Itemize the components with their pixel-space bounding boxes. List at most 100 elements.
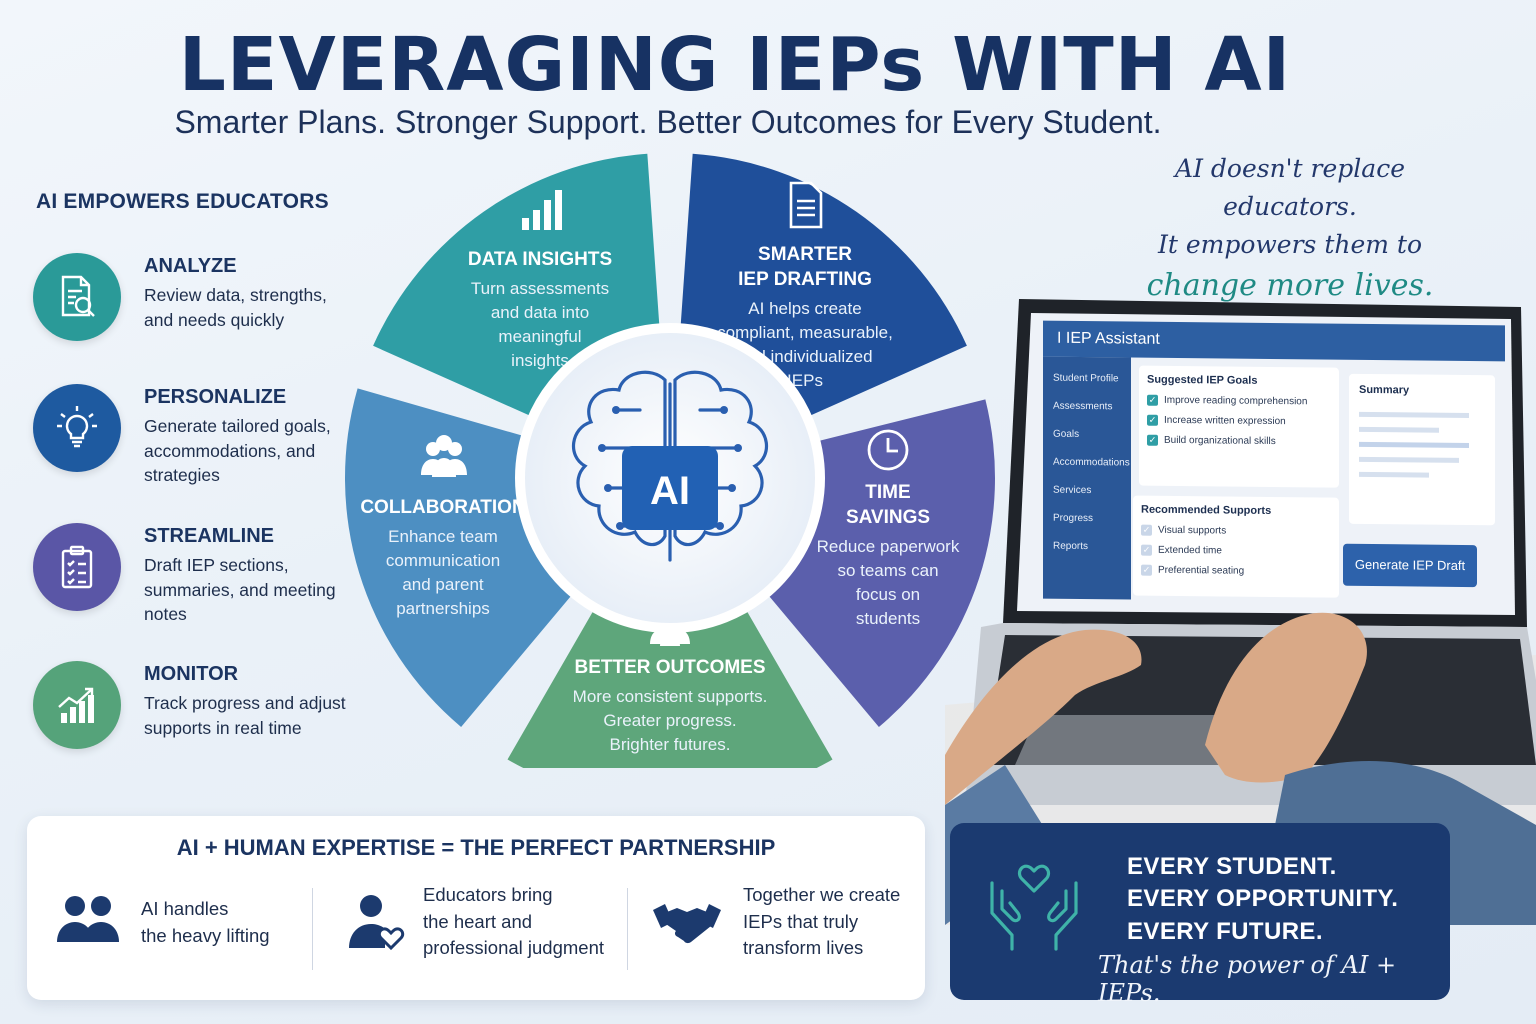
- cta-panel: EVERY STUDENT. EVERY OPPORTUNITY. EVERY …: [950, 823, 1450, 1007]
- wheel-segment-title: IEP DRAFTING: [738, 269, 872, 290]
- list-item-label: Preferential seating: [1158, 564, 1245, 577]
- goals-card: Suggested IEP Goals ✓ Improve reading com…: [1139, 365, 1339, 488]
- list-item[interactable]: ✓Increase written expression: [1147, 414, 1331, 428]
- clock-icon: [867, 429, 909, 471]
- team-icon: [421, 435, 467, 477]
- left-heading: AI EMPOWERS EDUCATORS: [36, 190, 329, 213]
- checkbox[interactable]: ✓: [1147, 394, 1158, 406]
- wheel-segment-text: and parent: [402, 575, 484, 594]
- checkbox[interactable]: ✓: [1141, 524, 1152, 536]
- ai-center-badge: [622, 446, 718, 530]
- summary-heading: Summary: [1359, 383, 1410, 397]
- lightbulb-icon: [33, 384, 121, 472]
- list-item-label: Build organizational skills: [1164, 434, 1276, 448]
- divider: [312, 888, 313, 970]
- wheel-segment-text: IEPs: [787, 371, 823, 390]
- list-item-label: Visual supports: [1158, 524, 1227, 537]
- feature-streamline: STREAMLINE Draft IEP sections, summaries…: [33, 523, 353, 643]
- ai-wheel: DATA INSIGHTS Turn assessments and data in…: [345, 153, 995, 768]
- list-item[interactable]: ✓ Preferential seating: [1141, 564, 1331, 578]
- quote-line-2: It empowers them to: [1157, 230, 1423, 259]
- wheel-segment-text: insights: [511, 351, 569, 370]
- list-item[interactable]: ✓ Visual supports: [1141, 524, 1331, 538]
- wheel-segment-text: AI helps create: [748, 299, 861, 318]
- summary-card: Summary: [1349, 373, 1495, 526]
- bar-chart-icon: [522, 190, 562, 230]
- cta-line-2: EVERY OPPORTUNITY.: [1127, 885, 1399, 912]
- feature-title: ANALYZE: [144, 255, 237, 277]
- wheel-segment-text: More consistent supports.: [573, 687, 768, 706]
- checkbox[interactable]: ✓: [1147, 434, 1158, 446]
- hands-heart-icon: [986, 853, 1082, 958]
- wheel-segment-title: SAVINGS: [846, 507, 930, 528]
- partnership-item-ai: AI handles the heavy lifting: [55, 882, 315, 982]
- partnership-item-educators: Educators bring the heart and profession…: [347, 882, 637, 982]
- supports-card: Recommended Supports ✓ Visual supports ✓ Ex…: [1133, 495, 1339, 598]
- checkbox[interactable]: ✓: [1141, 564, 1152, 576]
- quote: AI doesn't replace educators. It empower…: [1120, 150, 1468, 322]
- wheel-segment-title: BETTER OUTCOMES: [574, 657, 765, 678]
- people-icon: [55, 892, 121, 953]
- app-nav-item[interactable]: Progress: [1053, 512, 1094, 525]
- wheel-segment-text: meaningful: [498, 327, 581, 346]
- partnership-text-together: Together we create IEPs that truly trans…: [743, 884, 901, 958]
- wheel-segment-text: Brighter futures.: [610, 735, 731, 754]
- document-icon: [789, 181, 823, 229]
- partnership-item-together: Together we create IEPs that truly trans…: [653, 882, 923, 982]
- list-item-label: Improve reading comprehension: [1164, 394, 1308, 408]
- wheel-segment-text: communication: [386, 551, 500, 570]
- feature-title: MONITOR: [144, 663, 239, 685]
- feature-desc: Generate tailored goals, accommodations,…: [144, 416, 331, 485]
- wheel-segment: [507, 607, 833, 768]
- app-nav-item[interactable]: Assessments: [1053, 400, 1113, 413]
- wheel-segment-title: DATA INSIGHTS: [468, 249, 612, 270]
- feature-title: STREAMLINE: [144, 525, 274, 547]
- feature-personalize: PERSONALIZE Generate tailored goals, acc…: [33, 384, 353, 504]
- person-heart-icon: [347, 892, 407, 957]
- wheel-segment-text: Turn assessments: [471, 279, 609, 298]
- wheel-segment-text: partnerships: [396, 599, 490, 618]
- feature-desc: Track progress and adjust supports in re…: [144, 693, 346, 738]
- divider: [627, 888, 628, 970]
- checkbox[interactable]: ✓: [1141, 544, 1152, 556]
- goals-heading: Suggested IEP Goals: [1147, 373, 1258, 387]
- feature-analyze: ANALYZE Review data, strengths, and need…: [33, 253, 353, 373]
- app-nav-item[interactable]: Reports: [1053, 540, 1089, 553]
- wheel-segment-text: students: [856, 609, 920, 628]
- feature-desc: Draft IEP sections, summaries, and meeti…: [144, 555, 336, 624]
- quote-line-1: AI doesn't replace educators.: [1175, 154, 1405, 221]
- wheel-segment-title: TIME: [865, 482, 910, 503]
- wheel-segment-text: and data into: [491, 303, 589, 322]
- supports-heading: Recommended Supports: [1141, 503, 1272, 517]
- wheel-segment-text: Enhance team: [388, 527, 498, 546]
- list-item[interactable]: ✓ Build organizational skills: [1147, 434, 1331, 448]
- partnership-text-educators: Educators bring the heart and profession…: [423, 884, 604, 958]
- generate-iep-draft-button[interactable]: Generate IEP Draft: [1343, 543, 1477, 588]
- app-title: I IEP Assistant: [1043, 320, 1505, 362]
- feature-monitor: MONITOR Track progress and adjust suppor…: [33, 661, 353, 781]
- page-subtitle: Smarter Plans. Stronger Support. Better …: [174, 104, 1162, 140]
- wheel-segment-text: compliant, measurable,: [717, 323, 893, 342]
- wheel-segment-text: Greater progress.: [603, 711, 736, 730]
- cta-line-1: EVERY STUDENT.: [1127, 853, 1337, 880]
- app-nav-item[interactable]: Goals: [1053, 428, 1080, 440]
- cta-line-3: EVERY FUTURE.: [1127, 918, 1323, 945]
- quote-line-3: change more lives.: [1146, 268, 1434, 303]
- wheel-segment-text: so teams can: [837, 561, 938, 580]
- feature-desc: Review data, strengths, and needs quickl…: [144, 285, 327, 330]
- partnership-text-ai: AI handles the heavy lifting: [141, 898, 270, 946]
- app-nav-item[interactable]: Student Profile: [1053, 372, 1119, 385]
- list-item-label: Extended time: [1158, 544, 1222, 557]
- wheel-segment-text: focus on: [856, 585, 920, 604]
- list-item[interactable]: ✓ Improve reading comprehension: [1147, 394, 1331, 408]
- app-nav-item[interactable]: Accommodations: [1053, 456, 1130, 469]
- app-nav-item[interactable]: Services: [1053, 484, 1092, 497]
- wheel-segment-text: Reduce paperwork: [817, 537, 960, 556]
- list-item[interactable]: ✓ Extended time: [1141, 544, 1331, 558]
- growth-chart-icon: [33, 661, 121, 749]
- cta-tagline: That's the power of AI + IEPs.: [1098, 951, 1397, 1007]
- document-search-icon: [33, 253, 121, 341]
- checkbox[interactable]: ✓: [1147, 414, 1158, 426]
